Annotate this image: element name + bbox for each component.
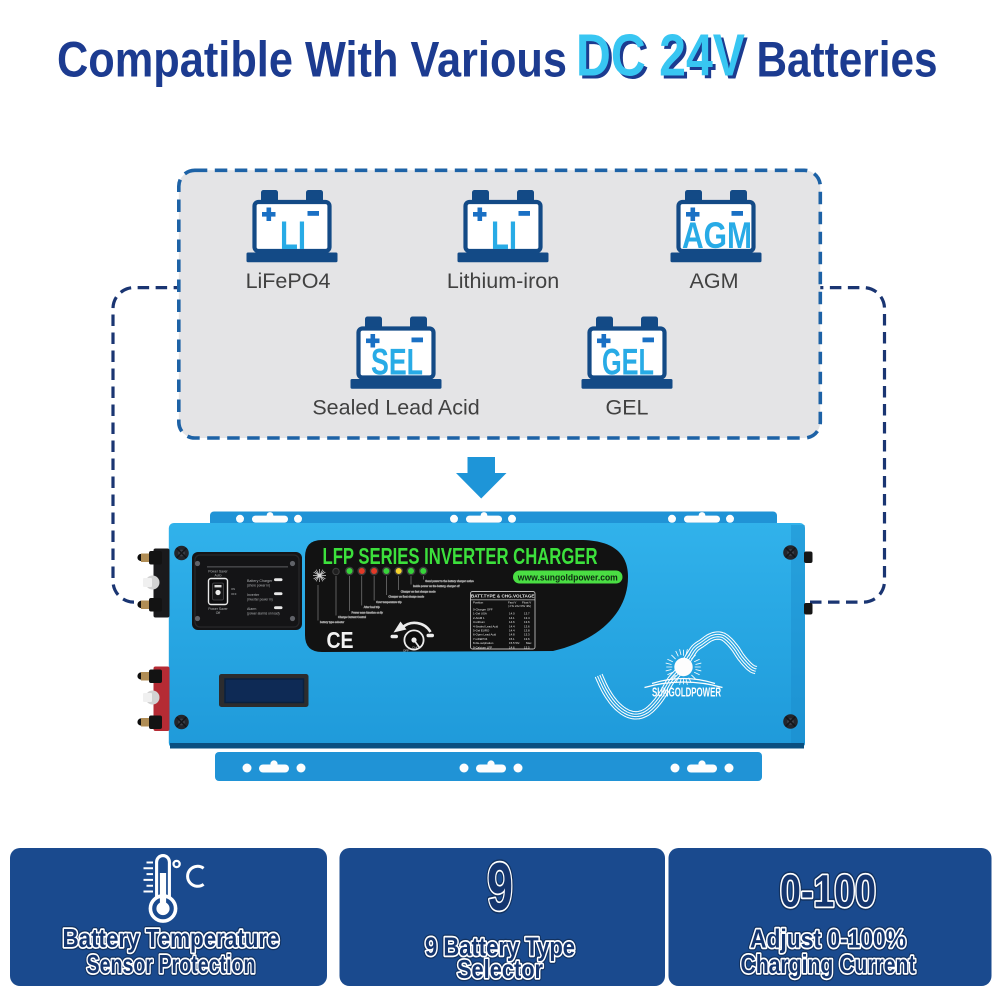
svg-text:LiFePO4: LiFePO4 bbox=[246, 269, 331, 293]
svg-text:14.6: 14.6 bbox=[509, 645, 515, 649]
svg-text:Sensor Protection: Sensor Protection bbox=[87, 949, 256, 979]
svg-text:( 2 5x 24v/ 97br 48v): ( 2 5x 24v/ 97br 48v) bbox=[508, 605, 531, 608]
svg-text:LI: LI bbox=[491, 214, 517, 258]
svg-text:DC 24V: DC 24V bbox=[579, 26, 748, 92]
svg-text:ON: ON bbox=[231, 587, 235, 591]
svg-text:13.3: 13.3 bbox=[524, 633, 530, 637]
svg-text:Off: Off bbox=[216, 611, 221, 615]
svg-text:LFP SERIES INVERTER CHARGER: LFP SERIES INVERTER CHARGER bbox=[323, 543, 598, 569]
svg-text:0-100: 0-100 bbox=[780, 866, 876, 917]
svg-text:SEL: SEL bbox=[371, 342, 423, 383]
svg-text:13.6: 13.6 bbox=[524, 624, 530, 628]
svg-text:Power Saver: Power Saver bbox=[208, 570, 228, 574]
svg-text:Battery Temperature: Battery Temperature bbox=[63, 923, 280, 953]
svg-text:0-100: 0-100 bbox=[780, 866, 876, 917]
svg-text:Send power to the battery char: Send power to the battery charger active bbox=[425, 579, 474, 583]
svg-text:OFF: OFF bbox=[231, 592, 237, 596]
svg-text:BATT.TYPE & CHG.VOLTAGE: BATT.TYPE & CHG.VOLTAGE bbox=[471, 594, 535, 599]
svg-text:Float V: Float V bbox=[522, 601, 531, 605]
svg-text:Power save function on fly: Power save function on fly bbox=[352, 611, 384, 615]
svg-text:14.8: 14.8 bbox=[509, 633, 515, 637]
svg-text:15.5 5hr: 15.5 5hr bbox=[509, 641, 520, 645]
svg-text:Charging Current: Charging Current bbox=[741, 949, 916, 979]
svg-text:CE: CE bbox=[327, 627, 354, 653]
svg-text:AGM: AGM bbox=[682, 215, 752, 256]
svg-text:9 Battery Type: 9 Battery Type bbox=[425, 932, 575, 962]
svg-text:Charge Current Control: Charge Current Control bbox=[338, 615, 366, 619]
svg-text:Max: Max bbox=[526, 641, 532, 645]
svg-text:6-Open Lead Acid: 6-Open Lead Acid bbox=[473, 633, 497, 637]
svg-text:Inverter: Inverter bbox=[247, 593, 260, 597]
svg-text:DC 24V: DC 24V bbox=[576, 23, 745, 89]
svg-text:Battery Temperature: Battery Temperature bbox=[63, 923, 280, 953]
svg-text:9: 9 bbox=[487, 849, 513, 925]
svg-text:Charger on float charge mode: Charger on float charge mode bbox=[388, 595, 424, 599]
svg-text:Inside power on the battery, c: Inside power on the battery, charger off bbox=[413, 584, 460, 588]
svg-text:7-LiFEPO4: 7-LiFEPO4 bbox=[473, 637, 488, 641]
svg-text:14.4: 14.4 bbox=[509, 624, 515, 628]
svg-text:13.8: 13.8 bbox=[524, 629, 530, 633]
svg-text:14.0: 14.0 bbox=[509, 612, 515, 616]
svg-text:Selector: Selector bbox=[457, 954, 543, 984]
svg-text:Auto: Auto bbox=[215, 574, 222, 578]
svg-text:Charging Current: Charging Current bbox=[741, 949, 916, 979]
svg-text:Batteries: Batteries bbox=[757, 32, 938, 88]
svg-text:(inverter power in): (inverter power in) bbox=[247, 598, 273, 602]
svg-text:Battery Charger: Battery Charger bbox=[247, 579, 273, 583]
svg-text:13.6: 13.6 bbox=[524, 637, 530, 641]
svg-text:1-Gel USA: 1-Gel USA bbox=[473, 612, 487, 616]
svg-text:14.6: 14.6 bbox=[509, 620, 515, 624]
svg-text:13.5: 13.5 bbox=[524, 645, 530, 649]
svg-text:LI: LI bbox=[280, 214, 306, 258]
svg-text:Fast V: Fast V bbox=[508, 601, 516, 605]
svg-text:Sealed Lead Acid: Sealed Lead Acid bbox=[312, 396, 479, 420]
svg-text:4-Sealed Lead Acid: 4-Sealed Lead Acid bbox=[473, 624, 498, 628]
svg-text:3-Lithium: 3-Lithium bbox=[473, 620, 485, 624]
svg-text:5-Gel EURO: 5-Gel EURO bbox=[473, 629, 490, 633]
svg-text:13.7: 13.7 bbox=[524, 612, 530, 616]
svg-text:9-Calcium LFP: 9-Calcium LFP bbox=[473, 645, 492, 649]
svg-text:14.4: 14.4 bbox=[509, 629, 515, 633]
svg-text:Position: Position bbox=[473, 601, 484, 605]
svg-text:2-AGM 1: 2-AGM 1 bbox=[473, 616, 485, 620]
svg-text:Lithium-iron: Lithium-iron bbox=[447, 269, 559, 293]
svg-text:Adjust 0-100%: Adjust 0-100% bbox=[750, 924, 906, 954]
svg-text:15.1: 15.1 bbox=[509, 637, 515, 641]
svg-text:14.1: 14.1 bbox=[509, 616, 515, 620]
svg-text:Selector: Selector bbox=[457, 954, 543, 984]
svg-text:Power Saver: Power Saver bbox=[208, 607, 228, 611]
svg-text:9 Battery Type: 9 Battery Type bbox=[425, 932, 575, 962]
svg-text:Charger on fast charge mode: Charger on fast charge mode bbox=[401, 590, 436, 594]
svg-text:www.sungoldpower.com: www.sungoldpower.com bbox=[517, 572, 618, 582]
svg-text:Over temperature trip: Over temperature trip bbox=[376, 600, 402, 604]
svg-text:Adjust 0-100%: Adjust 0-100% bbox=[750, 924, 906, 954]
svg-text:Alarm: Alarm bbox=[247, 607, 256, 611]
svg-text:13.4: 13.4 bbox=[524, 616, 530, 620]
svg-text:9: 9 bbox=[487, 849, 513, 925]
svg-text:0-Charger OFF: 0-Charger OFF bbox=[473, 608, 493, 612]
svg-text:(shore power in): (shore power in) bbox=[247, 584, 270, 588]
svg-text:Compatible With Various: Compatible With Various bbox=[57, 32, 567, 88]
svg-text:8-De-sulphation: 8-De-sulphation bbox=[473, 641, 494, 645]
svg-text:(power alarms on load): (power alarms on load) bbox=[247, 612, 280, 616]
svg-text:GEL: GEL bbox=[602, 342, 654, 383]
svg-text:AGM: AGM bbox=[690, 269, 739, 293]
svg-text:Sensor Protection: Sensor Protection bbox=[87, 949, 256, 979]
svg-text:13.6: 13.6 bbox=[524, 620, 530, 624]
svg-text:OFF: OFF bbox=[403, 649, 409, 653]
svg-text:GEL: GEL bbox=[605, 396, 648, 420]
svg-text:After load trip: After load trip bbox=[364, 605, 380, 609]
svg-text:SUNGOLDPOWER: SUNGOLDPOWER bbox=[652, 686, 721, 700]
svg-text:battery type selector: battery type selector bbox=[320, 620, 344, 624]
svg-text:CHG: CHG bbox=[412, 646, 419, 650]
